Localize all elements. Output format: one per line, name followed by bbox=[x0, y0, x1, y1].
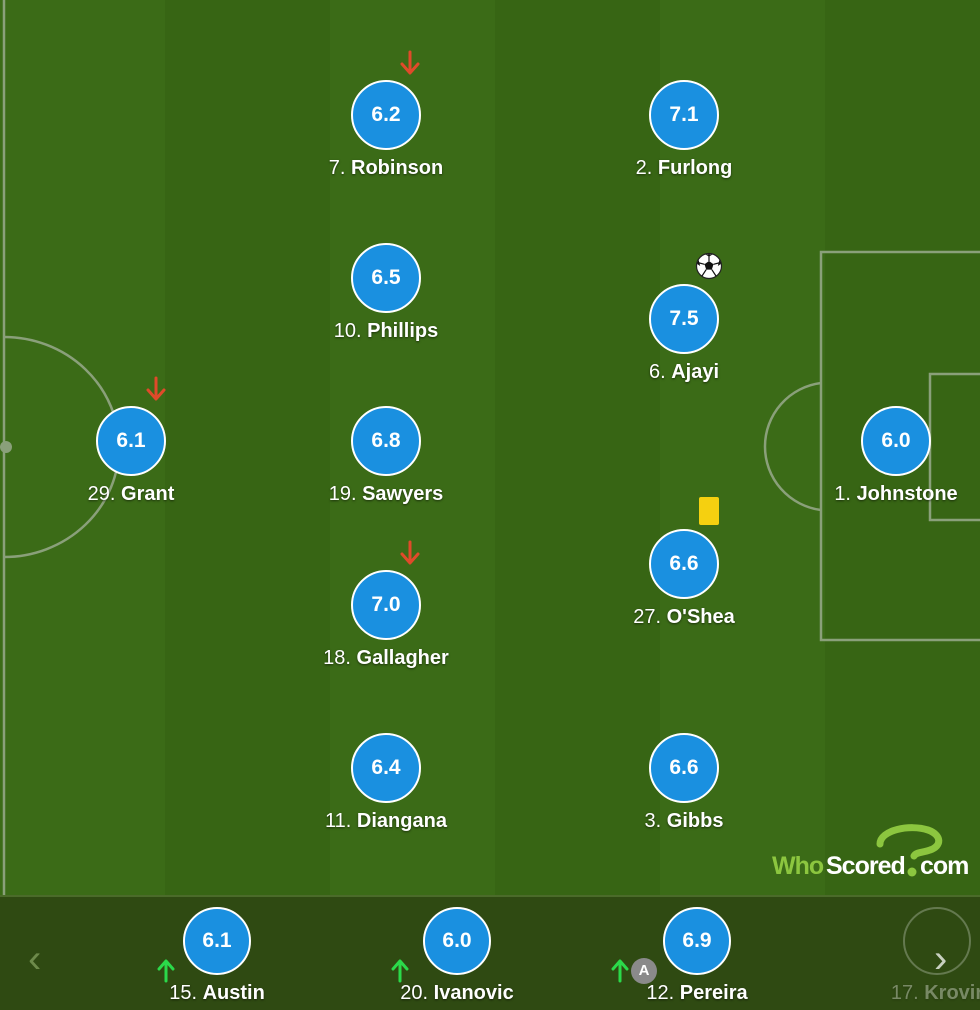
sub-off-arrow-icon bbox=[146, 376, 166, 401]
goal-ball-icon bbox=[695, 252, 723, 280]
sub-off-arrow-icon bbox=[400, 540, 420, 565]
player-card-diangana[interactable]: 6.4 11. Diangana bbox=[266, 733, 506, 833]
rating-bubble: 6.5 bbox=[351, 243, 421, 313]
player-card-sawyers[interactable]: 6.8 19. Sawyers bbox=[266, 406, 506, 506]
rating-bubble: 7.5 bbox=[649, 284, 719, 354]
assist-badge: A bbox=[631, 958, 657, 984]
player-name: 27. O'Shea bbox=[633, 606, 735, 628]
player-card-grant[interactable]: 6.1 29. Grant bbox=[11, 406, 251, 506]
rating-bubble: 6.1 bbox=[96, 406, 166, 476]
sub-on-arrow-icon bbox=[391, 959, 409, 983]
player-card-gallagher[interactable]: 7.0 18. Gallagher bbox=[266, 570, 506, 670]
player-name: 29. Grant bbox=[87, 483, 175, 505]
svg-text:com: com bbox=[920, 852, 968, 880]
yellow-card-icon bbox=[699, 497, 719, 525]
player-name: 11. Diangana bbox=[325, 810, 447, 832]
player-card-phillips[interactable]: 6.5 10. Phillips bbox=[266, 243, 506, 343]
player-name: 6. Ajayi bbox=[648, 361, 720, 383]
sub-card-austin[interactable]: 6.1 15. Austin bbox=[97, 907, 337, 1005]
player-card-robinson[interactable]: 6.2 7. Robinson bbox=[266, 80, 506, 180]
rating-bubble: 6.6 bbox=[649, 733, 719, 803]
player-card-oshea[interactable]: 6.6 27. O'Shea bbox=[564, 529, 804, 629]
sub-card-pereira[interactable]: 6.9 12. Pereira bbox=[577, 907, 817, 1005]
substitutes-bench: ‹ 6.1 15. Austin 6.0 20. Ivanovic 6.9 12… bbox=[0, 895, 980, 1010]
prev-arrow-icon[interactable]: ‹ bbox=[28, 937, 42, 981]
sub-card-krovir[interactable]: 17. Krovir bbox=[817, 907, 980, 1005]
rating-bubble: 6.8 bbox=[351, 406, 421, 476]
player-card-furlong[interactable]: 7.1 2. Furlong bbox=[564, 80, 804, 180]
rating-bubble: 7.1 bbox=[649, 80, 719, 150]
sub-on-arrow-icon bbox=[611, 959, 629, 983]
rating-bubble-empty bbox=[903, 907, 971, 975]
player-card-ajayi[interactable]: 7.5 6. Ajayi bbox=[564, 284, 804, 384]
pitch: 6.2 7. Robinson 7.1 2. Furlong 6.5 10. P… bbox=[0, 0, 980, 895]
player-card-johnstone[interactable]: 6.0 1. Johnstone bbox=[776, 406, 980, 506]
player-name: 15. Austin bbox=[169, 982, 265, 1004]
player-name: 12. Pereira bbox=[646, 982, 748, 1004]
player-name: 1. Johnstone bbox=[834, 483, 958, 505]
svg-text:Who: Who bbox=[772, 852, 824, 880]
rating-bubble: 6.1 bbox=[183, 907, 251, 975]
whoscored-logo: Who Scored com bbox=[772, 824, 969, 880]
player-name: 2. Furlong bbox=[635, 157, 733, 179]
rating-bubble: 6.9 bbox=[663, 907, 731, 975]
next-arrow-icon[interactable]: › bbox=[934, 937, 948, 981]
rating-bubble: 6.4 bbox=[351, 733, 421, 803]
rating-bubble: 7.0 bbox=[351, 570, 421, 640]
rating-bubble: 6.2 bbox=[351, 80, 421, 150]
player-name: 18. Gallagher bbox=[323, 647, 449, 669]
sub-on-arrow-icon bbox=[157, 959, 175, 983]
player-name: 10. Phillips bbox=[333, 320, 439, 342]
player-name: 7. Robinson bbox=[328, 157, 444, 179]
player-name: 20. Ivanovic bbox=[400, 982, 514, 1004]
player-name: 17. Krovir bbox=[890, 982, 980, 1004]
rating-bubble: 6.6 bbox=[649, 529, 719, 599]
player-name: 3. Gibbs bbox=[644, 810, 724, 832]
svg-text:Scored: Scored bbox=[826, 852, 905, 880]
rating-bubble: 6.0 bbox=[423, 907, 491, 975]
player-card-gibbs[interactable]: 6.6 3. Gibbs bbox=[564, 733, 804, 833]
sub-off-arrow-icon bbox=[400, 50, 420, 75]
sub-card-ivanovic[interactable]: 6.0 20. Ivanovic bbox=[337, 907, 577, 1005]
player-name: 19. Sawyers bbox=[328, 483, 444, 505]
rating-bubble: 6.0 bbox=[861, 406, 931, 476]
